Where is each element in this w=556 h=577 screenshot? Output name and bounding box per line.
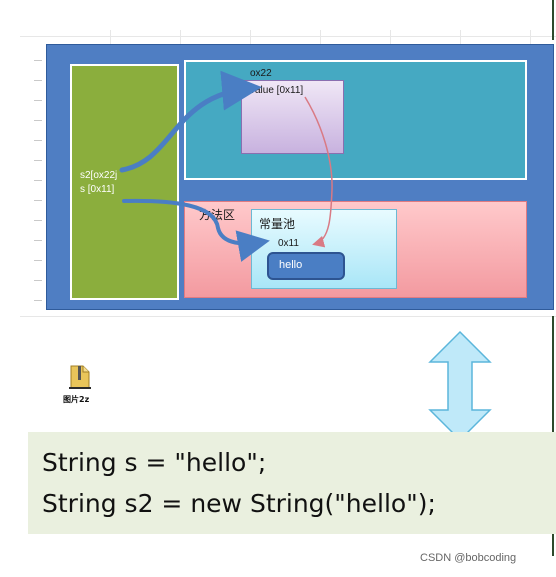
object-field-label: value [0x11] [250, 85, 304, 96]
constant-pool-label: 常量池 [259, 217, 296, 231]
code-line-1: String s = "hello"; [42, 448, 267, 477]
window-edge-top [552, 0, 554, 40]
s2-to-object-arrow [119, 70, 262, 173]
code-snippet-panel [28, 432, 556, 534]
pool-address-label: 0x11 [278, 238, 299, 249]
hello-literal-label: hello [279, 259, 303, 271]
object-value-pointer [304, 96, 333, 248]
s-to-pool-arrow [122, 198, 270, 262]
code-line-2: String s2 = new String("hello"); [42, 489, 436, 518]
stack-var-s2: s2[ox22j [80, 170, 118, 181]
file-shortcut[interactable]: 图片2z [60, 362, 104, 408]
stack-region [70, 64, 179, 300]
stack-var-s: s [0x11] [80, 184, 115, 195]
file-label: 图片2z [63, 395, 90, 404]
zip-file-icon [69, 365, 91, 389]
hello-literal-box [267, 252, 345, 280]
watermark: CSDN @bobcoding [420, 552, 517, 564]
double-arrow-icon [428, 330, 492, 442]
